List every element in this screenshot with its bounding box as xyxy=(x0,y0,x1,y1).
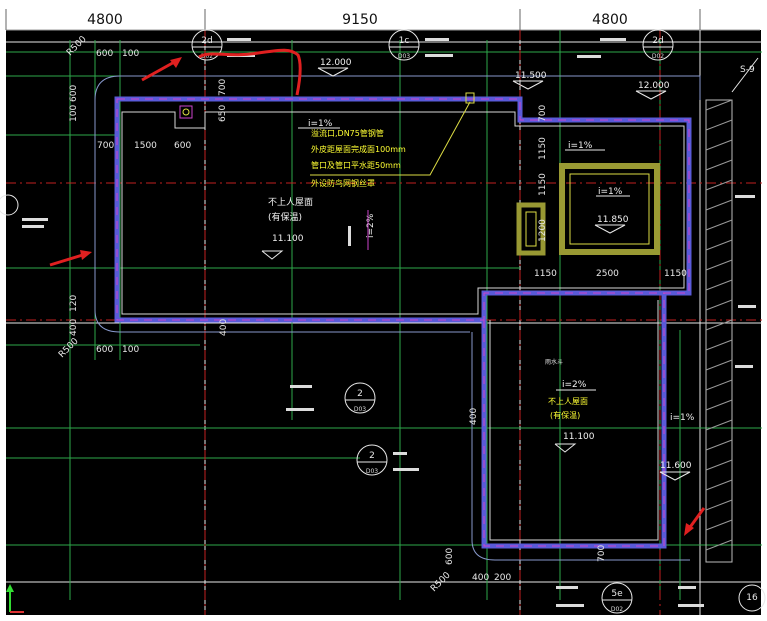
svg-text:D03: D03 xyxy=(398,53,410,60)
svg-text:2d: 2d xyxy=(201,36,212,46)
ucs-axis-icon xyxy=(6,584,24,613)
drain-label: 雨水斗 xyxy=(545,358,563,366)
svg-text:D03: D03 xyxy=(366,468,378,475)
svg-text:1200: 1200 xyxy=(538,219,548,242)
roof-drain-1[interactable] xyxy=(179,105,193,119)
svg-text:不上人屋面: 不上人屋面 xyxy=(268,197,313,208)
svg-text:i=2%: i=2% xyxy=(366,213,376,238)
svg-text:100: 100 xyxy=(122,345,139,355)
svg-text:D02: D02 xyxy=(201,53,213,60)
roof-label-lower: 不上人屋面 (有保温) xyxy=(548,397,588,420)
svg-text:2: 2 xyxy=(369,451,375,461)
section-tag-2d[interactable]: 2d D02 xyxy=(191,29,223,61)
svg-text:600: 600 xyxy=(445,548,455,565)
svg-text:外设防鸟网钢丝罩: 外设防鸟网钢丝罩 xyxy=(311,178,375,188)
svg-text:600: 600 xyxy=(174,141,191,151)
svg-text:700: 700 xyxy=(538,105,548,122)
dim-9150: 9150 xyxy=(342,12,378,28)
overflow-note: 溢流口,DN75管钢管 外皮距屋面完成面100mm 管口及管口平水距50mm 外… xyxy=(311,128,406,188)
svg-text:i=1%: i=1% xyxy=(568,141,593,151)
svg-text:i=1%: i=1% xyxy=(670,413,695,423)
svg-text:600: 600 xyxy=(69,85,79,102)
svg-text:i=1%: i=1% xyxy=(308,119,333,129)
parapet-outline-bottom xyxy=(471,332,690,561)
drawing-canvas xyxy=(6,6,761,615)
svg-text:11.850: 11.850 xyxy=(597,215,629,225)
grid-label-right: S-9 xyxy=(740,65,755,75)
parapet-outline-left xyxy=(94,100,470,333)
svg-text:1150: 1150 xyxy=(664,269,687,279)
svg-text:11.100: 11.100 xyxy=(563,432,595,442)
section-tag-16[interactable]: 16 xyxy=(738,584,766,612)
section-tag-2d-right[interactable]: 2d D02 xyxy=(642,29,674,61)
svg-text:12.000: 12.000 xyxy=(638,81,670,91)
svg-text:600: 600 xyxy=(96,345,113,355)
svg-text:1150: 1150 xyxy=(538,173,548,196)
svg-text:(有保温): (有保温) xyxy=(550,410,580,420)
svg-text:400: 400 xyxy=(472,573,489,583)
hatch-curb xyxy=(516,202,546,256)
svg-text:i=2%: i=2% xyxy=(562,380,587,390)
svg-text:2d: 2d xyxy=(652,36,663,46)
svg-text:D02: D02 xyxy=(611,606,623,613)
svg-text:1500: 1500 xyxy=(134,141,157,151)
roof-inner-line xyxy=(121,111,685,315)
svg-text:400: 400 xyxy=(469,408,479,425)
section-tag-5e[interactable]: 5e D02 xyxy=(601,582,633,614)
svg-text:120: 120 xyxy=(69,295,79,312)
svg-text:100: 100 xyxy=(69,105,79,122)
svg-text:管口及管口平水距50mm: 管口及管口平水距50mm xyxy=(311,160,401,170)
top-dimension-strip xyxy=(6,6,761,30)
svg-text:650: 650 xyxy=(218,105,228,122)
slope-marks: i=1% i=1% i=1% i=2% i=2% i=1% xyxy=(298,119,695,423)
parapet-outline-top xyxy=(94,75,701,101)
roof-label-main: 不上人屋面 (有保温) xyxy=(268,197,313,223)
svg-text:2: 2 xyxy=(357,389,363,399)
svg-text:11.100: 11.100 xyxy=(272,234,304,244)
svg-text:D03: D03 xyxy=(354,406,366,413)
svg-text:11.600: 11.600 xyxy=(660,461,692,471)
svg-text:溢流口,DN75管钢管: 溢流口,DN75管钢管 xyxy=(311,128,384,138)
hatched-wall xyxy=(705,99,733,563)
roof-boundary-dash xyxy=(116,98,690,321)
svg-text:(有保温): (有保温) xyxy=(268,211,302,223)
svg-text:5e: 5e xyxy=(611,589,623,599)
svg-text:700: 700 xyxy=(97,141,114,151)
svg-text:700: 700 xyxy=(597,545,607,562)
svg-text:外皮距屋面完成面100mm: 外皮距屋面完成面100mm xyxy=(311,144,406,154)
section-tag-2-low[interactable]: 2 D03 xyxy=(356,444,388,476)
svg-text:400: 400 xyxy=(69,319,79,336)
svg-text:400: 400 xyxy=(219,319,229,336)
dim-4800-left: 4800 xyxy=(87,12,123,28)
section-tag-1c[interactable]: 1c D03 xyxy=(388,29,420,61)
level-marks: 12.000 11.500 12.000 11.850 11.100 11.10… xyxy=(261,58,692,481)
svg-text:100: 100 xyxy=(122,49,139,59)
svg-text:700: 700 xyxy=(218,79,228,96)
dim-4800-right: 4800 xyxy=(592,12,628,28)
svg-text:11.500: 11.500 xyxy=(515,71,547,81)
svg-text:i=1%: i=1% xyxy=(598,187,623,197)
svg-text:D02: D02 xyxy=(652,53,664,60)
section-tag-2-mid[interactable]: 2 D03 xyxy=(344,382,376,414)
svg-text:1c: 1c xyxy=(399,36,410,46)
svg-text:2500: 2500 xyxy=(596,269,619,279)
skylight-curb xyxy=(559,163,660,255)
red-annotation-marks xyxy=(49,48,706,536)
svg-text:1150: 1150 xyxy=(538,137,548,160)
svg-text:12.000: 12.000 xyxy=(320,58,352,68)
svg-text:16: 16 xyxy=(746,593,758,603)
svg-text:不上人屋面: 不上人屋面 xyxy=(548,397,588,406)
svg-text:1150: 1150 xyxy=(534,269,557,279)
svg-text:600: 600 xyxy=(96,49,113,59)
svg-text:200: 200 xyxy=(494,573,511,583)
